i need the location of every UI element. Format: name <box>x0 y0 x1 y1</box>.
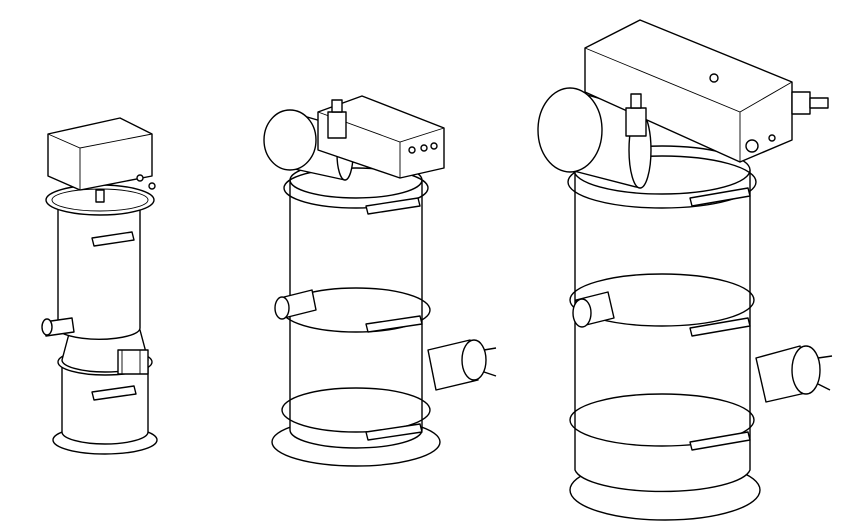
clamp-lever <box>91 231 135 247</box>
clamp-lever <box>689 431 751 451</box>
control-box <box>47 117 156 191</box>
exhaust-fitting <box>791 91 829 115</box>
inlet-opening <box>41 318 53 336</box>
valve <box>327 99 347 139</box>
conveyor-large <box>537 19 833 521</box>
clamp-lever <box>91 385 137 401</box>
clamp-lever <box>689 187 751 207</box>
control-box <box>584 19 793 163</box>
control-box <box>317 95 445 179</box>
valve <box>625 93 647 137</box>
inlet-opening <box>572 298 592 328</box>
main-cylinder <box>574 169 751 493</box>
conveyor-small <box>41 117 158 455</box>
clamp-lever <box>689 317 751 337</box>
fitting <box>95 189 105 203</box>
conveyor-medium <box>263 95 497 467</box>
filter-cleaner <box>755 345 833 403</box>
clamp-lever <box>365 315 423 333</box>
clamp-ring <box>567 155 757 447</box>
lower-cylinder <box>61 361 149 445</box>
inlet-opening <box>274 296 290 320</box>
clamp-lever <box>365 197 421 215</box>
clamp-lever <box>365 423 423 441</box>
filter-cleaner <box>427 339 497 391</box>
main-cylinder <box>289 179 423 449</box>
filter-cleaner <box>117 349 149 375</box>
